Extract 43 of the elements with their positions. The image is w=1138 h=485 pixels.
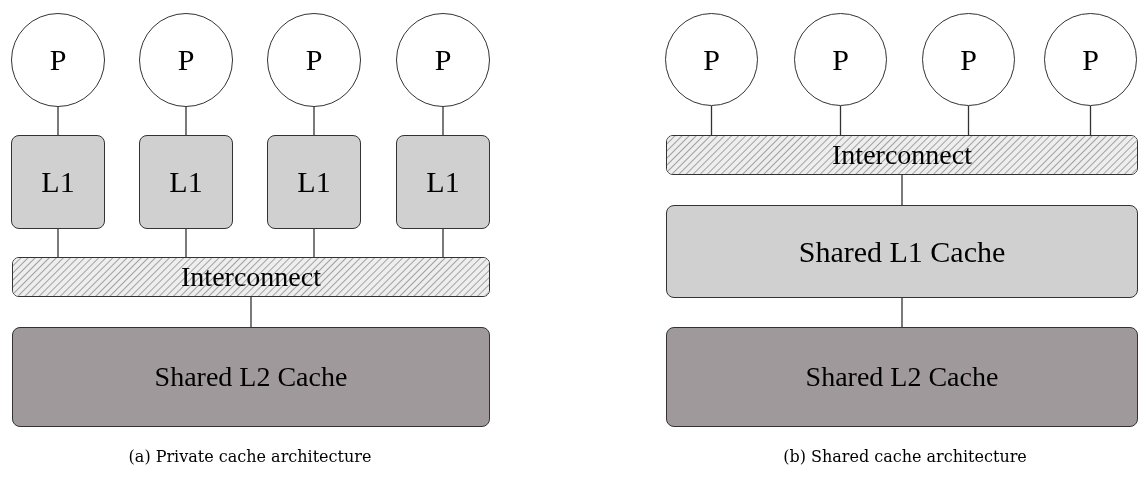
cache-box (11, 135, 105, 229)
node-label: L1 (426, 167, 460, 197)
node-label: Shared L2 Cache (805, 363, 999, 391)
node-label: L1 (169, 167, 203, 197)
node-label: P (305, 45, 323, 75)
connector-line (839, 105, 842, 136)
cache-box (12, 327, 490, 427)
connector-line (1089, 105, 1092, 136)
connector-line (967, 105, 970, 136)
interconnect-bar (12, 257, 490, 297)
cache-box (139, 135, 233, 229)
node-label: P (832, 44, 849, 75)
connector-line (57, 106, 59, 136)
node-label: P (960, 44, 977, 75)
cache-box (666, 205, 1138, 298)
connector-line (185, 228, 187, 258)
cache-box (396, 135, 490, 229)
node-label: P (177, 45, 195, 75)
connector-line (313, 106, 315, 136)
node-label: L1 (297, 167, 331, 197)
figure-caption: (b) Shared cache architecture (783, 447, 1027, 466)
cache-box (666, 327, 1138, 427)
figure-caption: (a) Private cache architecture (128, 447, 372, 466)
cache-box (267, 135, 361, 229)
node-label: L1 (41, 167, 75, 197)
node-label: P (49, 45, 67, 75)
connector-line (313, 228, 315, 258)
connector-line (250, 296, 252, 328)
node-label: Interconnect (832, 141, 972, 169)
connector-line (901, 174, 903, 206)
node-label: P (703, 44, 720, 75)
node-label: Interconnect (181, 263, 321, 291)
connector-line (442, 106, 444, 136)
connector-line (57, 228, 59, 258)
node-label: Shared L2 Cache (154, 363, 348, 391)
node-label: P (434, 45, 452, 75)
connector-line (710, 105, 713, 136)
interconnect-bar (666, 135, 1138, 175)
connector-line (901, 297, 903, 328)
connector-line (185, 106, 187, 136)
connector-line (442, 228, 444, 258)
node-label: Shared L1 Cache (798, 236, 1006, 267)
node-label: P (1082, 44, 1099, 75)
